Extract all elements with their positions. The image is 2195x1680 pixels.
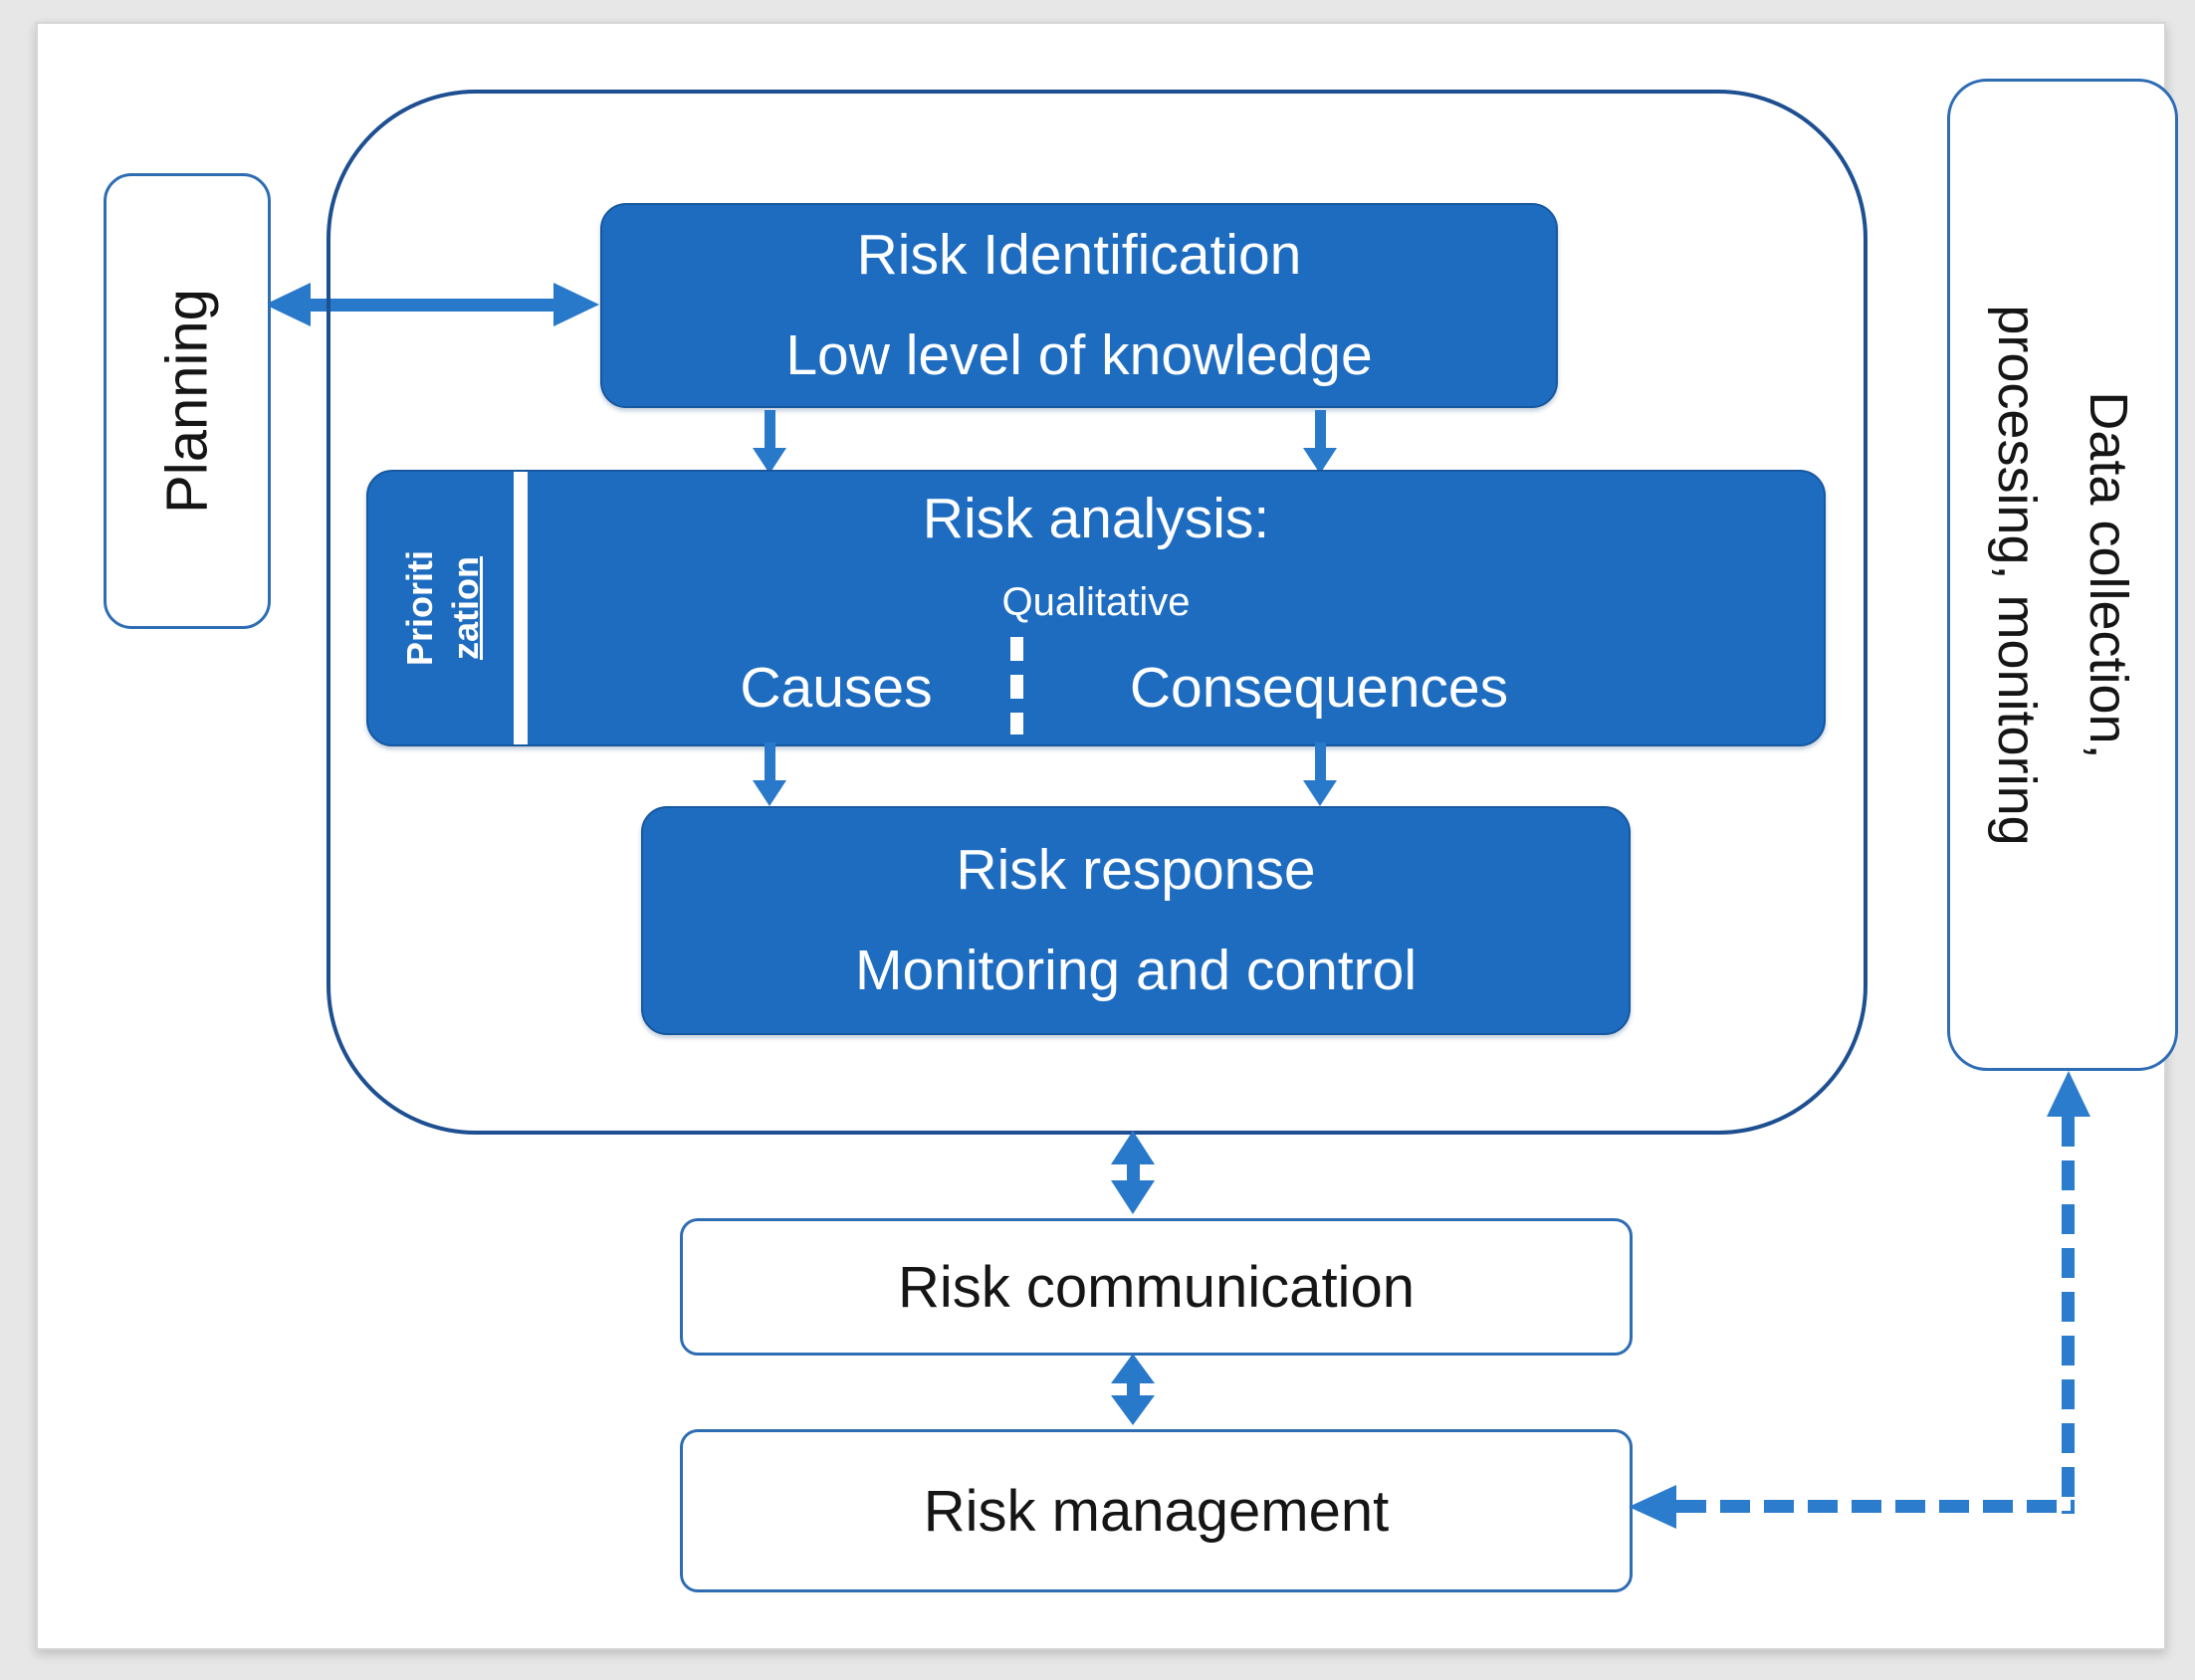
page-background: Planning Risk Identification Low level o… [36,22,2178,1650]
risk-response-line2: Monitoring and control [855,939,1417,1002]
data-collection-line1: Data collection, [2079,390,2138,759]
causes-consequences-dashed-divider [1010,637,1023,735]
prioritization-divider-bar [514,472,528,744]
risk-response-line1: Risk response [956,837,1316,902]
risk-analysis-subtitle: Qualitative [1001,580,1191,624]
arrow-down-head-icon [1303,780,1337,806]
communication-management-double-arrow-icon [1111,1354,1155,1425]
arrow-down-head-icon [753,448,786,474]
identification-to-analysis-arrow-right-icon [1303,410,1337,474]
container-communication-double-arrow-icon [1111,1131,1155,1214]
risk-identification-box: Risk Identification Low level of knowled… [600,203,1558,408]
data-collection-line2: processing, monitoring [1987,304,2047,846]
data-collection-box: Data collection, processing, monitoring [1947,79,2178,1071]
arrow-shaft [1314,410,1326,448]
arrow-down-head-icon [1303,448,1337,474]
dashed-arrow-horizontal-line [1676,1500,2075,1513]
risk-communication-label: Risk communication [898,1254,1415,1320]
dashed-arrow-vertical-line [2062,1117,2075,1514]
risk-response-box: Risk response Monitoring and control [641,806,1631,1035]
arrow-shaft [311,298,553,312]
arrow-right-head-icon [553,283,599,326]
risk-identification-line2: Low level of knowledge [785,323,1373,387]
risk-analysis-title: Risk analysis: [922,487,1270,550]
identification-to-analysis-arrow-left-icon [753,410,786,474]
planning-identification-double-arrow-icon [265,283,599,326]
arrow-shaft [764,410,775,448]
arrow-up-head-icon [1111,1131,1155,1164]
arrow-down-head-icon [753,780,786,806]
planning-label: Planning [154,289,220,514]
analysis-to-response-arrow-left-icon [753,742,786,806]
risk-analysis-box: Prioriti zation Risk analysis: Qualitati… [366,470,1826,746]
arrow-shaft [1314,742,1326,780]
analysis-to-response-arrow-right-icon [1303,742,1337,806]
risk-management-box: Risk management [680,1429,1633,1592]
risk-process-container [327,90,1867,1135]
risk-identification-line1: Risk Identification [856,222,1302,287]
arrow-down-head-icon [1111,1395,1155,1425]
arrow-up-head-icon [1111,1354,1155,1383]
risk-management-label: Risk management [923,1478,1390,1544]
arrow-down-head-icon [1111,1180,1155,1214]
consequences-label: Consequences [1129,656,1509,720]
arrow-shaft [1126,1164,1140,1180]
causes-label: Causes [740,656,933,720]
risk-communication-box: Risk communication [680,1218,1633,1356]
arrow-left-head-icon [265,283,311,326]
dashed-arrow-left-head-icon [1629,1485,1676,1529]
arrow-shaft [764,742,775,780]
arrow-shaft [1126,1383,1140,1395]
dashed-arrow-up-head-icon [2047,1071,2090,1117]
planning-box: Planning [104,173,271,629]
data-collection-label: Data collection, processing, monitoring [1971,305,2154,845]
